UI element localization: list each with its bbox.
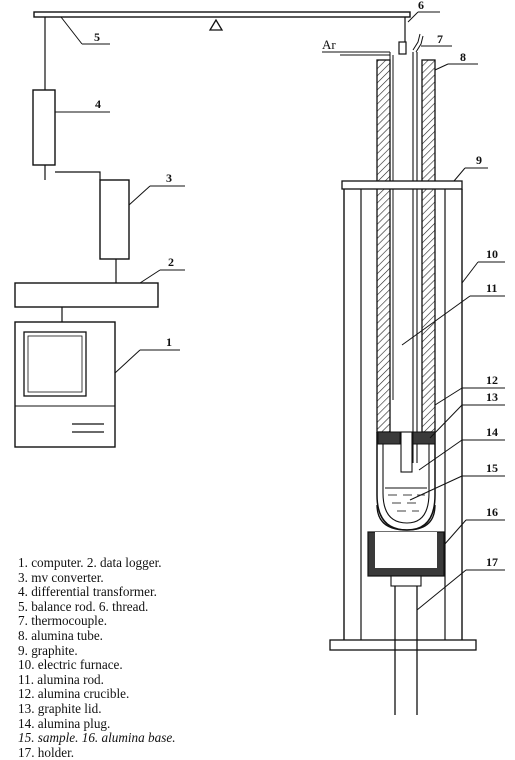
legend-item: 1. computer. 2. data logger. <box>18 555 162 570</box>
callout-7: 7 <box>437 32 443 46</box>
mv-converter: 3 <box>99 171 185 283</box>
callout-12: 12 <box>486 373 498 387</box>
callout-5: 5 <box>94 30 100 44</box>
data-logger: 2 <box>14 255 185 322</box>
holder: 17 <box>390 555 505 715</box>
legend-item: 7. thermocouple. <box>18 613 107 629</box>
callout-14: 14 <box>486 425 498 439</box>
callout-10: 10 <box>486 247 498 261</box>
callout-15: 15 <box>486 461 498 475</box>
legend-item: 9. graphite. <box>18 642 78 658</box>
computer: 1 <box>14 321 180 448</box>
legend-item: 4. differential transformer. <box>18 584 157 600</box>
callout-11: 11 <box>486 281 497 295</box>
callout-13: 13 <box>486 390 498 404</box>
legend-item: 3. mv converter. <box>18 569 104 585</box>
legend-item: 13. graphite lid. <box>18 700 102 716</box>
legend-item: 12. alumina crucible. <box>18 686 130 702</box>
alumina-rod: 11 <box>401 281 505 346</box>
callout-2: 2 <box>168 255 174 269</box>
differential-transformer: 4 <box>32 89 110 180</box>
callout-8: 8 <box>460 50 466 64</box>
balance-rod: 5 <box>33 11 411 90</box>
callout-16: 16 <box>486 505 498 519</box>
legend-item: 8. alumina tube. <box>18 627 103 643</box>
legend-item: 15. sample. 16. alumina base. <box>18 730 176 746</box>
callout-17: 17 <box>486 555 498 569</box>
callout-6: 6 <box>418 0 424 12</box>
fulcrum-icon <box>208 18 224 31</box>
legend-item: 14. alumina plug. <box>18 715 111 731</box>
callout-1: 1 <box>166 335 172 349</box>
graphite-cap: 9 <box>341 153 488 190</box>
alumina-tube: 8 <box>376 50 478 433</box>
argon-label: Ar <box>322 37 336 52</box>
thermocouple: 7 <box>412 32 452 463</box>
legend-list: 1. computer. 2. data logger. 3. mv conve… <box>18 555 278 760</box>
thread: 6 <box>398 0 440 55</box>
graphite-lid: 13 <box>377 390 505 445</box>
callout-3: 3 <box>166 171 172 185</box>
legend-item: 10. electric furnace. <box>18 657 123 673</box>
electric-furnace: 10 <box>329 189 505 651</box>
legend-item: 17. holder. <box>18 744 75 760</box>
apparatus-diagram: 5 4 3 2 1 <box>14 0 505 715</box>
legend-item: 5. balance rod. 6. thread. <box>18 598 149 614</box>
alumina-plug: 14 <box>400 425 505 473</box>
callout-4: 4 <box>95 97 101 111</box>
sample: 15 <box>385 461 505 512</box>
legend-item: 11. alumina rod. <box>18 671 104 687</box>
alumina-base: 16 <box>367 504 505 577</box>
callout-9: 9 <box>476 153 482 167</box>
